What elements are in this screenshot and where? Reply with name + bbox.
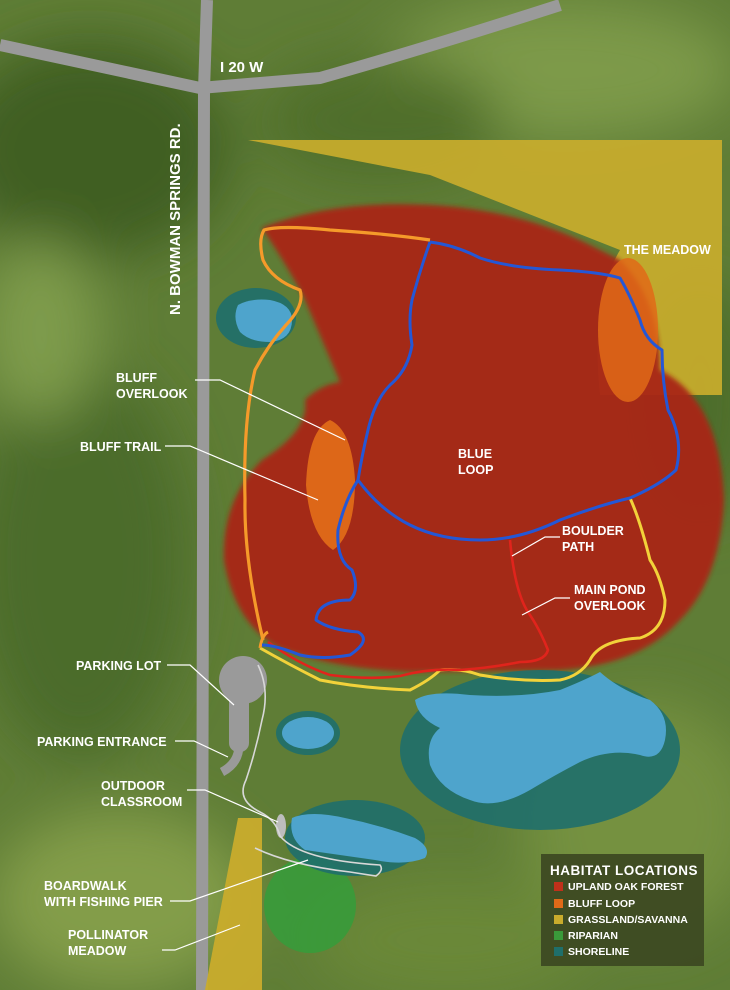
leader-pollinator-meadow — [162, 924, 241, 951]
label-the-meadow: THE MEADOW — [624, 243, 711, 257]
label-bluff-trail: BLUFF TRAIL — [80, 440, 162, 454]
pollinator-meadow-zone — [205, 818, 262, 990]
legend-item: BLUFF LOOP — [554, 898, 635, 910]
main-pond — [415, 672, 666, 804]
walking-path — [242, 664, 383, 877]
legend-item: GRASSLAND/SAVANNA — [554, 914, 688, 926]
riparian-zone — [264, 857, 356, 953]
legend-label: GRASSLAND/SAVANNA — [568, 914, 688, 926]
water-bodies — [216, 288, 680, 876]
leader-main-pond-overlook — [521, 597, 570, 616]
label-bluff-overlook-1: BLUFF — [116, 371, 157, 385]
parking-lot-circle — [219, 656, 267, 704]
label-parking-entrance: PARKING ENTRANCE — [37, 735, 167, 749]
leader-parking-entrance — [175, 740, 229, 758]
legend-item: UPLAND OAK FOREST — [554, 881, 684, 893]
label-outdoor-classroom-1: OUTDOOR — [101, 779, 165, 793]
legend-swatch — [554, 947, 563, 956]
label-blue-loop-1: BLUE — [458, 447, 492, 461]
roads: I 20 W N. BOWMAN SPRINGS RD. — [0, 0, 562, 990]
label-blue-loop-2: LOOP — [458, 463, 493, 477]
red-trail — [267, 539, 550, 680]
label-main-pond-overlook-1: MAIN POND — [574, 583, 646, 597]
label-pollinator-meadow-2: MEADOW — [68, 944, 127, 958]
parking-lot-lane — [229, 690, 249, 752]
bluff-loop-zone-north — [598, 258, 658, 402]
map-labels: THE MEADOW BLUE LOOP BOULDER PATH MAIN P… — [37, 243, 711, 958]
leader-lines — [162, 379, 570, 951]
leader-outdoor-classroom — [187, 789, 279, 823]
legend-box — [541, 854, 704, 966]
facilities — [219, 656, 383, 877]
interstate-road — [0, 0, 562, 94]
leader-bluff-overlook — [195, 379, 346, 441]
street-label: N. BOWMAN SPRINGS RD. — [167, 123, 184, 315]
leader-parking-lot — [167, 664, 235, 706]
legend-swatch — [554, 882, 563, 891]
legend-label: UPLAND OAK FOREST — [568, 881, 684, 893]
bluff-loop-trail — [243, 225, 431, 641]
leader-boardwalk — [170, 859, 309, 902]
north-pond — [235, 299, 292, 342]
label-boulder-path-2: PATH — [562, 540, 594, 554]
legend: HABITAT LOCATIONS UPLAND OAK FOREST BLUF… — [541, 854, 704, 966]
legend-item: SHORELINE — [554, 946, 629, 958]
legend-title: HABITAT LOCATIONS — [550, 863, 698, 878]
label-outdoor-classroom-2: CLASSROOM — [101, 795, 182, 809]
bowman-springs-road — [196, 0, 213, 990]
legend-label: SHORELINE — [568, 946, 629, 958]
highway-label: I 20 W — [220, 59, 264, 76]
trails — [243, 225, 681, 692]
boardwalk-pond — [291, 814, 428, 863]
legend-swatch — [554, 915, 563, 924]
leader-bluff-trail — [165, 445, 319, 501]
parking-entrance-road — [219, 744, 244, 776]
legend-swatch — [554, 931, 563, 940]
legend-label: BLUFF LOOP — [568, 898, 635, 910]
legend-item: RIPARIAN — [554, 930, 618, 942]
legend-label: RIPARIAN — [568, 930, 618, 942]
label-parking-lot: PARKING LOT — [76, 659, 162, 673]
small-pond — [282, 717, 334, 749]
orange-link-trail — [258, 630, 269, 649]
label-bluff-overlook-2: OVERLOOK — [116, 387, 188, 401]
label-boardwalk-2: WITH FISHING PIER — [44, 895, 163, 909]
label-boulder-path-1: BOULDER — [562, 524, 624, 538]
leader-boulder-path — [511, 536, 560, 557]
label-pollinator-meadow-1: POLLINATOR — [68, 928, 148, 942]
blue-loop-trail — [261, 240, 681, 659]
label-boardwalk-1: BOARDWALK — [44, 879, 127, 893]
yellow-trail — [259, 497, 667, 692]
label-main-pond-overlook-2: OVERLOOK — [574, 599, 646, 613]
outdoor-classroom-shape — [276, 814, 286, 838]
legend-swatch — [554, 899, 563, 908]
